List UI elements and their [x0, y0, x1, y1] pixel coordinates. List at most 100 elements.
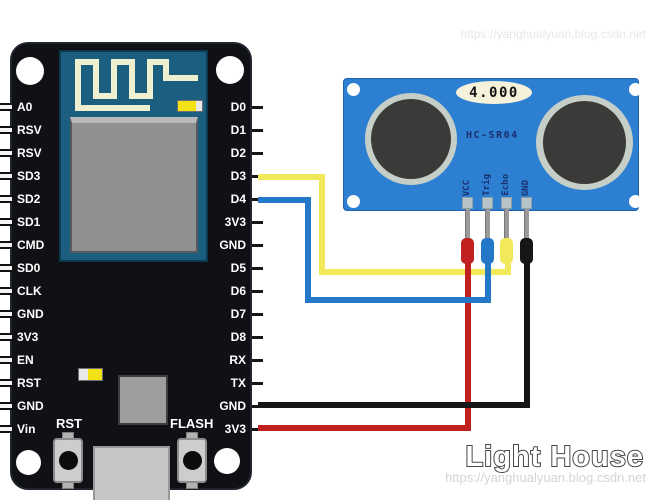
- wire-connector-echo: [500, 238, 513, 264]
- pin-label: 3V3: [224, 422, 246, 436]
- pin-label: 3V3: [224, 215, 246, 229]
- pin-right-gnd-6: [252, 244, 263, 247]
- pin-right-d7-9: [252, 313, 263, 316]
- mounting-hole: [629, 83, 642, 96]
- pin-label: D0: [230, 100, 246, 114]
- wire-connector-gnd: [520, 238, 533, 264]
- echo-wire-segment: [319, 174, 325, 275]
- pin-label: RSV: [17, 123, 42, 137]
- crystal-oscillator: 4.000: [456, 81, 532, 104]
- pin-left-a0-0: [0, 103, 12, 111]
- mounting-hole: [16, 57, 44, 85]
- sensor-pin-label: Trig: [482, 174, 492, 196]
- pin-right-rx-11: [252, 359, 263, 362]
- pin-right-d6-8: [252, 290, 263, 293]
- pin-label: D5: [230, 261, 246, 275]
- pin-right-d4-4: [252, 198, 263, 201]
- pin-label: A0: [17, 100, 33, 114]
- pin-label: D1: [230, 123, 246, 137]
- sensor-pin-pad-echo: [501, 197, 512, 209]
- pin-label: SD0: [17, 261, 41, 275]
- sensor-pin-label: Echo: [501, 174, 511, 196]
- pin-label: SD3: [17, 169, 41, 183]
- pin-right-d2-2: [252, 152, 263, 155]
- transducer-right: [536, 95, 633, 190]
- pin-right-d0-0: [252, 106, 263, 109]
- pin-label: D6: [230, 284, 246, 298]
- pin-label: TX: [230, 376, 246, 390]
- pin-left-sd1-5: [0, 218, 12, 226]
- pin-left-rsv-1: [0, 126, 12, 134]
- pin-left-rsv-2: [0, 149, 12, 157]
- mounting-hole: [347, 83, 360, 96]
- echo-wire-segment: [258, 174, 325, 180]
- pin-label: GND: [17, 307, 44, 321]
- pin-right-3v3-5: [252, 221, 263, 224]
- pin-label: SD2: [17, 192, 41, 206]
- pin-right-d1-1: [252, 129, 263, 132]
- mounting-hole: [629, 195, 642, 208]
- usb-uart-chip: [118, 375, 168, 425]
- trig-wire-segment: [305, 197, 311, 303]
- wire-connector-vcc: [461, 238, 474, 264]
- pin-label: 3V3: [17, 330, 39, 344]
- pin-left-sd0-7: [0, 264, 12, 272]
- url-watermark-bottom: https://yanghualyuan.blog.csdn.net: [445, 470, 646, 485]
- sensor-pin-leg: [524, 209, 529, 242]
- wire-connector-trig: [481, 238, 494, 264]
- pin-label: RST: [17, 376, 41, 390]
- vcc-wire-segment: [465, 260, 471, 431]
- pin-label: CLK: [17, 284, 42, 298]
- echo-wire-segment: [505, 254, 511, 275]
- flash-button-label: FLASH: [170, 416, 214, 431]
- rf-shield: [70, 117, 198, 253]
- pin-right-3v3-14: [252, 428, 263, 431]
- sensor-model-label: HC-SR04: [466, 130, 519, 141]
- gnd-wire-segment: [524, 260, 530, 408]
- pin-left-clk-8: [0, 287, 12, 295]
- pin-label: GND: [17, 399, 44, 413]
- sensor-pin-leg: [504, 209, 509, 242]
- sensor-pin-pad-gnd: [521, 197, 532, 209]
- button-tab: [62, 482, 74, 489]
- trig-wire-segment: [305, 297, 491, 303]
- url-watermark-top: https://yanghualyuan.blog.csdn.net: [460, 27, 646, 41]
- pin-left-3v3-10: [0, 333, 12, 341]
- trig-wire-segment: [258, 197, 311, 203]
- pin-left-sd2-4: [0, 195, 12, 203]
- pin-label: EN: [17, 353, 34, 367]
- pin-left-en-11: [0, 356, 12, 364]
- gnd-wire-segment: [258, 402, 530, 408]
- usb-port: [93, 446, 170, 500]
- status-led-bottom: [78, 368, 103, 381]
- pin-label: GND: [219, 238, 246, 252]
- pin-right-d5-7: [252, 267, 263, 270]
- pin-left-vin-14: [0, 425, 12, 433]
- pcb-antenna-icon: [75, 59, 198, 111]
- pin-label: D8: [230, 330, 246, 344]
- pin-right-d8-10: [252, 336, 263, 339]
- sensor-pin-pad-vcc: [462, 197, 473, 209]
- pin-left-gnd-13: [0, 402, 12, 410]
- brand-watermark: Light House: [464, 440, 644, 474]
- mounting-hole: [214, 448, 240, 474]
- button-tab: [186, 482, 198, 489]
- reset-button[interactable]: [53, 438, 83, 483]
- pin-left-gnd-9: [0, 310, 12, 318]
- flash-button[interactable]: [177, 438, 207, 483]
- trig-wire-segment: [485, 256, 491, 303]
- echo-wire-segment: [319, 269, 511, 275]
- pin-label: CMD: [17, 238, 45, 252]
- pin-right-tx-12: [252, 382, 263, 385]
- mounting-hole: [347, 195, 360, 208]
- pin-label: D4: [230, 192, 246, 206]
- pin-label: D2: [230, 146, 246, 160]
- sensor-pin-pad-trig: [482, 197, 493, 209]
- pin-left-cmd-6: [0, 241, 12, 249]
- transducer-left: [365, 93, 457, 185]
- mounting-hole: [16, 450, 41, 475]
- pin-label: D3: [230, 169, 246, 183]
- pin-label: SD1: [17, 215, 41, 229]
- pin-label: Vin: [17, 422, 36, 436]
